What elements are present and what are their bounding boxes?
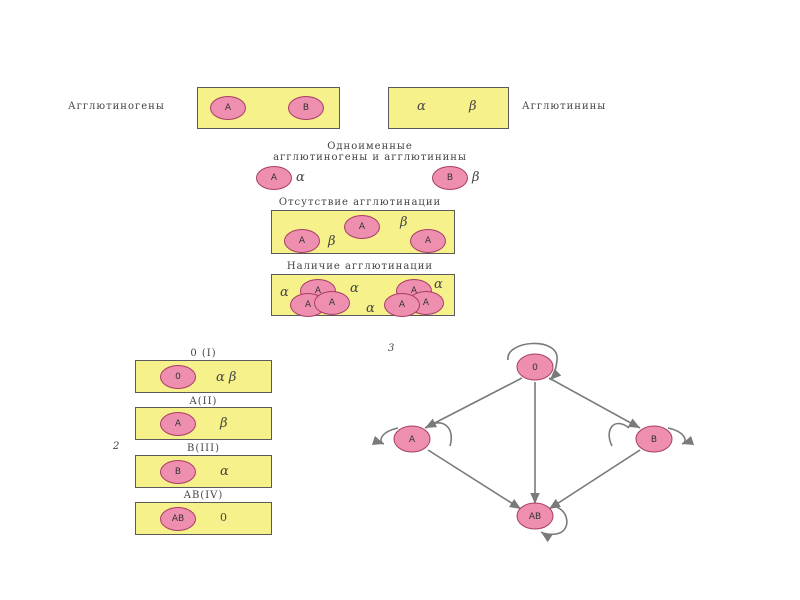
pair-b-antibody: β [472, 170, 480, 185]
graph-node-a: A [393, 425, 431, 453]
alpha-antibody: α [417, 99, 426, 114]
edge-a-ab [427, 449, 522, 510]
alpha-antibody: α [366, 301, 375, 316]
antigen-b-cell: B [288, 96, 324, 120]
figure-number-2: 2 [113, 441, 121, 452]
self-loop-b-arc [608, 422, 630, 447]
self-loop-0 [507, 342, 562, 381]
group-name: 0 (I) [190, 348, 217, 359]
group-cell: B [160, 460, 196, 484]
graph-node-label: 0 [532, 363, 538, 373]
group-name: A(II) [189, 396, 218, 407]
graph-node-label: A [409, 435, 416, 445]
group-antibodies: α [220, 464, 229, 479]
alpha-antibody: α [434, 277, 443, 292]
alpha-antibody: α [280, 285, 289, 300]
group-antibodies: α β [216, 370, 237, 385]
beta-antibody: β [469, 99, 477, 114]
edge-0-a [424, 377, 523, 429]
antigen-a-cell: A [210, 96, 246, 120]
graph-node-0: 0 [516, 353, 554, 381]
agglutinins-label: Агглютинины [522, 101, 607, 112]
edge-0-b [548, 377, 641, 429]
self-loop-ab [540, 505, 568, 543]
blood-group-box: B α [135, 455, 272, 488]
no-agglutination-title: Отсутствие агглютинации [278, 197, 442, 208]
group-antibodies: 0 [220, 511, 227, 524]
no-agglutination-box: A A A β β [271, 210, 455, 254]
group-cell: 0 [160, 365, 196, 389]
free-cell: A [284, 229, 320, 253]
free-cell: A [344, 215, 380, 239]
beta-antibody: β [400, 215, 408, 230]
self-loop-a [371, 427, 399, 445]
agglutinated-cell: A [384, 293, 420, 317]
group-cell: A [160, 412, 196, 436]
group-name: AB(IV) [183, 490, 224, 501]
agglutinins-box: α β [388, 87, 509, 129]
same-name-title-line1: Одноименные [327, 141, 413, 152]
alpha-antibody: α [350, 281, 359, 296]
figure-number-3: 3 [388, 343, 396, 354]
graph-node-ab: AB [516, 502, 554, 530]
blood-group-box: A β [135, 407, 272, 440]
same-name-title-line2: агглютиногены и агглютинины [273, 152, 467, 163]
blood-group-box: 0 α β [135, 360, 272, 393]
group-name: B(III) [186, 443, 220, 454]
self-loop-a-arc [425, 422, 453, 447]
group-cell: AB [160, 507, 196, 531]
blood-group-box: AB 0 [135, 502, 272, 535]
agglutination-title: Наличие агглютинации [286, 261, 434, 272]
edge-b-ab [548, 449, 641, 510]
pair-a-antibody: α [296, 170, 305, 185]
beta-antibody: β [328, 234, 336, 249]
agglutinogens-label: Агглютиногены [68, 101, 165, 112]
agglutination-box: α A A A α α A A A α [271, 274, 455, 317]
graph-node-b: B [635, 425, 673, 453]
group-antibodies: β [220, 416, 228, 431]
free-cell: A [410, 229, 446, 253]
agglutinogens-box: A B [197, 87, 340, 129]
graph-node-label: B [651, 435, 657, 445]
pair-a-cell: A [256, 166, 292, 190]
graph-node-label: AB [529, 512, 541, 522]
pair-b-cell: B [432, 166, 468, 190]
agglutinated-cell: A [314, 291, 350, 315]
self-loop-b [667, 427, 695, 445]
